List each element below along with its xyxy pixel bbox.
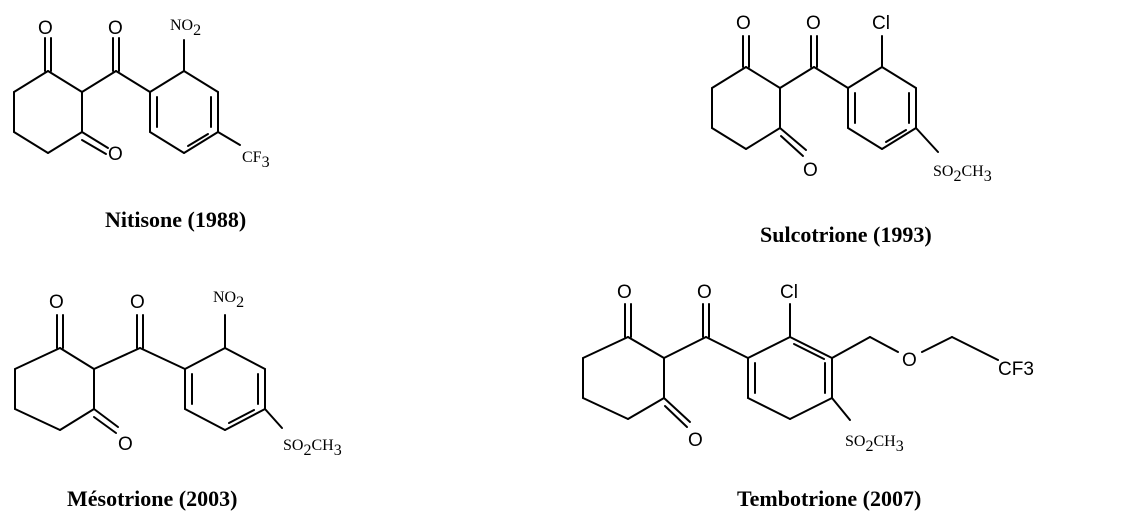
atom-ketone-bottom: O	[688, 430, 703, 451]
molecule-tembotrione: O O O Cl O CF3 SO2CH3 Tembotrione (2007)	[582, 282, 1034, 511]
atom-ketone-top: O	[38, 18, 53, 39]
atom-ether-oxygen: O	[902, 350, 917, 371]
substituent-trifluoromethyl: CF3	[242, 149, 270, 171]
cyclohexanedione-ring	[582, 303, 691, 428]
substituent-nitro: NO2	[213, 289, 244, 311]
atom-carbonyl: O	[697, 282, 712, 303]
substituent-methylsulfonyl: SO2CH3	[845, 433, 904, 455]
substituent-methylsulfonyl: SO2CH3	[283, 437, 342, 459]
ether-side-chain	[831, 336, 999, 361]
benzoyl-linker	[779, 35, 849, 89]
benzoyl-linker	[663, 303, 749, 359]
benzene-ring	[847, 35, 939, 153]
caption-mesotrione: Mésotrione (2003)	[67, 486, 237, 511]
molecule-nitisone: O O O NO2 CF3 Nitisone (1988)	[13, 17, 270, 232]
cyclohexanedione-ring	[13, 37, 109, 155]
benzene-ring	[149, 39, 241, 154]
benzoyl-linker	[93, 314, 186, 370]
atom-ketone-bottom: O	[118, 434, 133, 455]
atom-carbonyl: O	[806, 13, 821, 34]
benzene-ring	[747, 303, 851, 421]
substituent-nitro: NO2	[170, 17, 201, 39]
benzoyl-linker	[81, 37, 151, 93]
atom-ketone-top: O	[49, 292, 64, 313]
atom-carbonyl: O	[130, 292, 145, 313]
atom-ketone-bottom: O	[108, 144, 123, 165]
molecule-mesotrione: O O O NO2 SO2CH3 Mésotrione (2003)	[14, 289, 342, 511]
substituent-trifluoroethyl: CF3	[998, 359, 1034, 380]
atom-carbonyl: O	[108, 18, 123, 39]
caption-tembotrione: Tembotrione (2007)	[737, 486, 921, 511]
caption-nitisone: Nitisone (1988)	[105, 207, 246, 232]
atom-ketone-top: O	[736, 13, 751, 34]
atom-ketone-top: O	[617, 282, 632, 303]
molecule-sulcotrione: O O O Cl SO2CH3 Sulcotrione (1993)	[711, 13, 992, 247]
substituent-chloro: Cl	[872, 13, 890, 34]
cyclohexanedione-ring	[14, 314, 119, 434]
cyclohexanedione-ring	[711, 35, 807, 157]
substituent-methylsulfonyl: SO2CH3	[933, 163, 992, 185]
atom-ketone-bottom: O	[803, 160, 818, 181]
benzene-ring	[184, 314, 283, 431]
substituent-chloro: Cl	[780, 282, 798, 303]
caption-sulcotrione: Sulcotrione (1993)	[760, 222, 932, 247]
